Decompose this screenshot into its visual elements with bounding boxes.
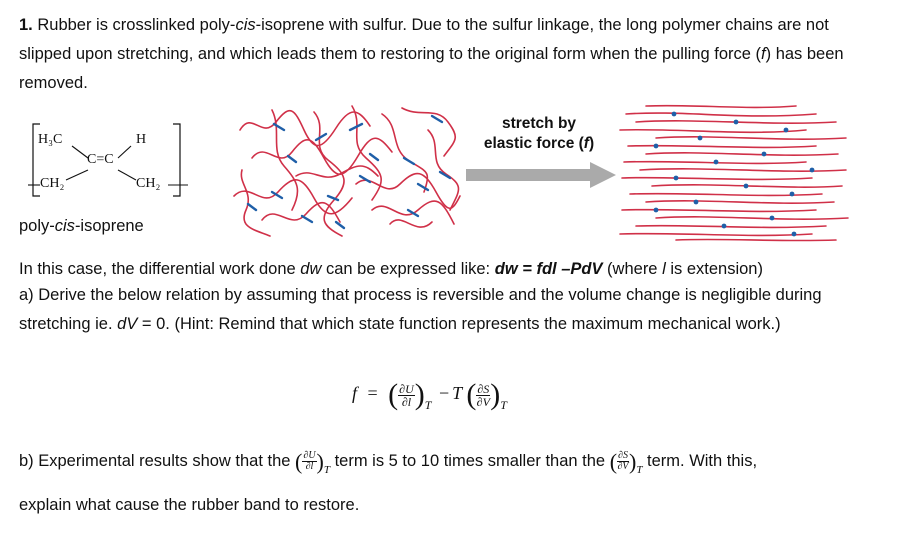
methyl-label: H₃C (38, 132, 63, 147)
part-b-continuation: explain what cause the rubber band to re… (19, 496, 360, 514)
stretch-arrow-label: stretch by elastic force (f) (483, 115, 595, 152)
part-b-text: b) Experimental results show that the (∂… (19, 449, 758, 476)
ch2-right-label: CH₂ (136, 176, 161, 191)
structure-caption: poly-cis-isoprene (19, 217, 144, 235)
thermodynamic-equation: f = (∂U∂l)T −T (∂S∂V)T (352, 378, 507, 413)
question-intro: 1. Rubber is crosslinked poly-cis-isopre… (19, 16, 844, 92)
ch2-left-label: CH₂ (40, 176, 65, 191)
hydrogen-label: H (136, 132, 147, 147)
part-a-text: a) Derive the below relation by assuming… (19, 286, 822, 333)
question-number: 1. (19, 16, 33, 34)
stretch-arrow-icon (466, 162, 616, 188)
stretched-network-illustration (619, 104, 849, 242)
double-bond-label: C=C (87, 152, 114, 167)
isoprene-structure (28, 123, 188, 197)
work-statement: In this case, the differential work done… (19, 260, 763, 278)
unstretched-network-illustration (233, 105, 461, 237)
